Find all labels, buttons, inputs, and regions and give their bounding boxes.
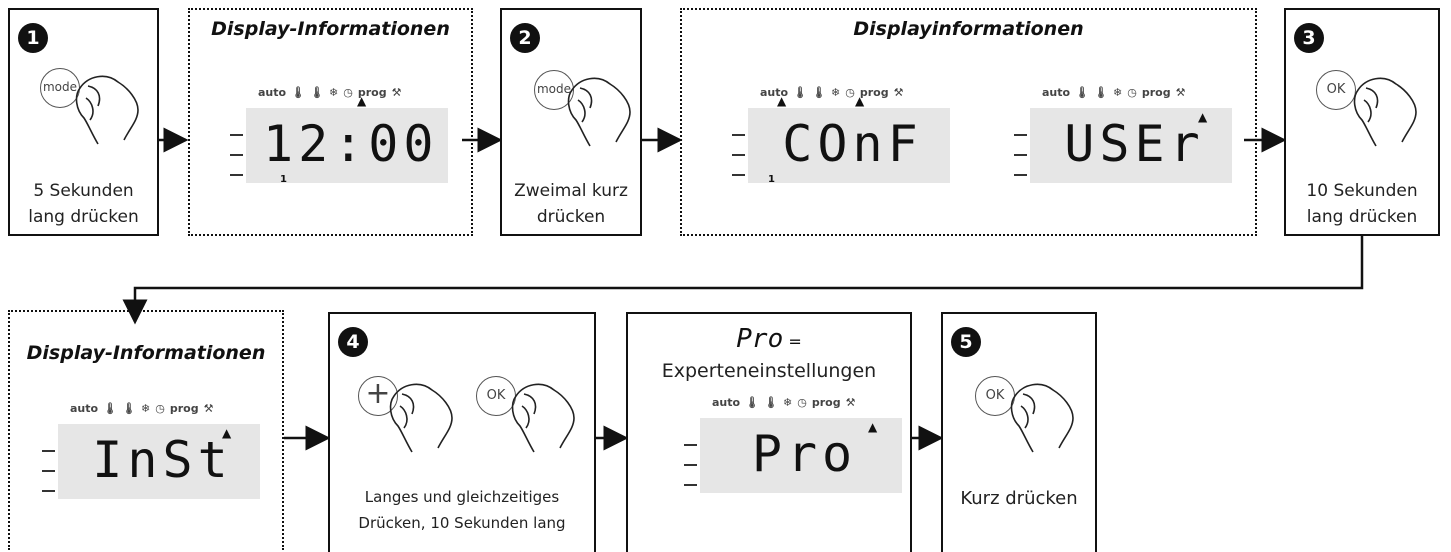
step-4-badge: 4: [338, 327, 368, 357]
pro-heading-code: Pro: [736, 324, 784, 354]
indicator-triangle: ▲: [868, 420, 878, 434]
step-4-box: 4 + OK Langes und gleichzeitiges Drücken…: [328, 312, 596, 552]
step-3-caption-line2: lang drücken: [1306, 207, 1418, 227]
step-2-box: 2 mode Zweimal kurz drücken: [500, 8, 642, 236]
step-3-box: 3 OK 10 Sekunden lang drücken: [1284, 8, 1440, 236]
display-info-2: Displayinformationen auto🌡🌡❄◷prog⚒ ▲ ▲ C…: [680, 8, 1257, 236]
step-1-box: 1 mode 5 Sekunden lang drücken: [8, 8, 159, 236]
step-1-badge: 1: [18, 23, 48, 53]
lcd-icon-row: auto🌡🌡❄◷prog⚒: [712, 396, 856, 409]
step-5-badge: 5: [951, 327, 981, 357]
ok-button[interactable]: OK: [476, 376, 516, 416]
lcd-value-inst: InSt: [92, 431, 233, 489]
indicator-triangle: ▲: [777, 94, 787, 108]
hand-icon: [75, 75, 139, 145]
arrow-5: [122, 236, 1364, 325]
pro-heading-text: Experteneinstellungen: [661, 360, 877, 382]
mode-button[interactable]: mode: [40, 68, 80, 108]
step-1-caption-line1: 5 Sekunden: [33, 181, 134, 201]
indicator-triangle: ▲: [222, 426, 232, 440]
lcd-value-pro: Pro: [751, 425, 858, 483]
step-4-caption-line1: Langes und gleichzeitiges: [364, 488, 560, 506]
lcd-display-1: auto🌡🌡❄◷prog⚒ ▲ 12:00 1: [228, 80, 448, 185]
indicator-triangle: ▲: [357, 94, 367, 108]
display-info-2-title: Displayinformationen: [853, 18, 1084, 40]
step-3-caption-line1: 10 Sekunden: [1306, 181, 1418, 201]
hand-icon: [511, 383, 575, 453]
ok-button[interactable]: OK: [1316, 70, 1356, 110]
step-2-caption-line1: Zweimal kurz: [514, 181, 628, 201]
lcd-icon-row: auto🌡🌡❄◷prog⚒: [70, 402, 214, 415]
lcd-value-conf: COnF: [782, 115, 923, 173]
hand-icon: [389, 383, 453, 453]
step-1-caption-line2: lang drücken: [28, 207, 139, 227]
pro-heading-eq: =: [788, 332, 802, 351]
lcd-display-user: auto🌡🌡❄◷prog⚒ ▲ USEr: [1012, 80, 1232, 184]
step-3-badge: 3: [1294, 23, 1324, 53]
indicator-triangle: ▲: [855, 94, 865, 108]
indicator-triangle: ▲: [1198, 110, 1208, 124]
mode-button[interactable]: mode: [534, 70, 574, 110]
hand-icon: [1353, 77, 1417, 147]
lcd-value-user: USEr: [1064, 115, 1205, 173]
lcd-icon-row: auto🌡🌡❄◷prog⚒: [1042, 86, 1186, 99]
step-5-caption: Kurz drücken: [960, 488, 1078, 509]
ok-button[interactable]: OK: [975, 376, 1015, 416]
pro-box: Pro = Experteneinstellungen auto🌡🌡❄◷prog…: [626, 312, 912, 552]
hand-icon: [567, 77, 631, 147]
lcd-display-conf: auto🌡🌡❄◷prog⚒ ▲ ▲ COnF 1: [730, 80, 950, 185]
lcd-display-pro: auto🌡🌡❄◷prog⚒ ▲ Pro: [682, 390, 902, 494]
step-5-box: 5 OK Kurz drücken: [941, 312, 1097, 552]
display-info-3: Display-Informationen auto🌡🌡❄◷prog⚒ ▲ In…: [8, 310, 284, 550]
lcd-value: 12:00: [263, 115, 439, 173]
lcd-icon-row: auto🌡🌡❄◷prog⚒: [760, 86, 904, 99]
lcd-icon-row: auto🌡🌡❄◷prog⚒: [258, 86, 402, 99]
step-4-caption-line2: Drücken, 10 Sekunden lang: [358, 514, 566, 532]
step-2-badge: 2: [510, 23, 540, 53]
display-info-3-title: Display-Informationen: [26, 342, 266, 364]
display-info-1-title: Display-Informationen: [211, 18, 450, 40]
pro-heading: Pro =: [628, 324, 910, 354]
lcd-display-inst: auto🌡🌡❄◷prog⚒ ▲ InSt: [40, 396, 260, 500]
step-2-caption-line2: drücken: [536, 207, 606, 227]
display-info-1: Display-Informationen auto🌡🌡❄◷prog⚒ ▲ 12…: [188, 8, 473, 236]
hand-icon: [1010, 383, 1074, 453]
